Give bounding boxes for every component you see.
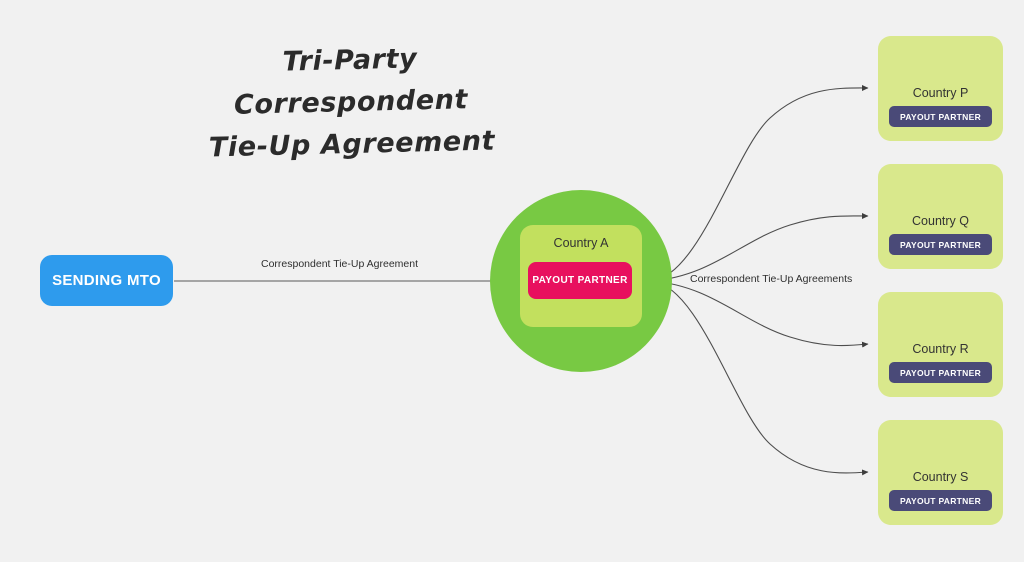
sending-mto-label: SENDING MTO xyxy=(52,272,161,289)
edge-hub-to-country-r xyxy=(651,280,869,348)
country-label: Country S xyxy=(912,470,969,484)
country-card-r[interactable]: Country R PAYOUT PARTNER xyxy=(878,292,1003,397)
country-card-q[interactable]: Country Q PAYOUT PARTNER xyxy=(878,164,1003,269)
country-label: Country R xyxy=(912,342,969,356)
country-payout-partner-label: PAYOUT PARTNER xyxy=(899,495,982,506)
hub-country-label: Country A xyxy=(553,236,609,250)
country-payout-partner-button[interactable]: PAYOUT PARTNER xyxy=(889,234,992,255)
country-payout-partner-label: PAYOUT PARTNER xyxy=(899,367,982,378)
sending-mto-node[interactable]: SENDING MTO xyxy=(40,255,173,306)
edge-label-right: Correspondent Tie-Up Agreements xyxy=(690,273,853,285)
country-label: Country P xyxy=(912,86,969,100)
edge-hub-to-country-s xyxy=(651,280,869,476)
country-payout-partner-button[interactable]: PAYOUT PARTNER xyxy=(889,490,992,511)
country-card-p[interactable]: Country P PAYOUT PARTNER xyxy=(878,36,1003,141)
country-payout-partner-label: PAYOUT PARTNER xyxy=(899,111,982,122)
country-payout-partner-label: PAYOUT PARTNER xyxy=(899,239,982,250)
country-label: Country Q xyxy=(912,214,969,228)
edge-hub-to-country-q xyxy=(651,212,869,282)
country-card-s[interactable]: Country S PAYOUT PARTNER xyxy=(878,420,1003,525)
edge-hub-to-country-p xyxy=(651,84,869,282)
country-payout-partner-button[interactable]: PAYOUT PARTNER xyxy=(889,362,992,383)
hub-payout-partner-label: PAYOUT PARTNER xyxy=(532,275,628,286)
edge-label-left: Correspondent Tie-Up Agreement xyxy=(261,258,419,270)
hub-payout-partner-button[interactable]: PAYOUT PARTNER xyxy=(528,262,632,299)
country-payout-partner-button[interactable]: PAYOUT PARTNER xyxy=(889,106,992,127)
